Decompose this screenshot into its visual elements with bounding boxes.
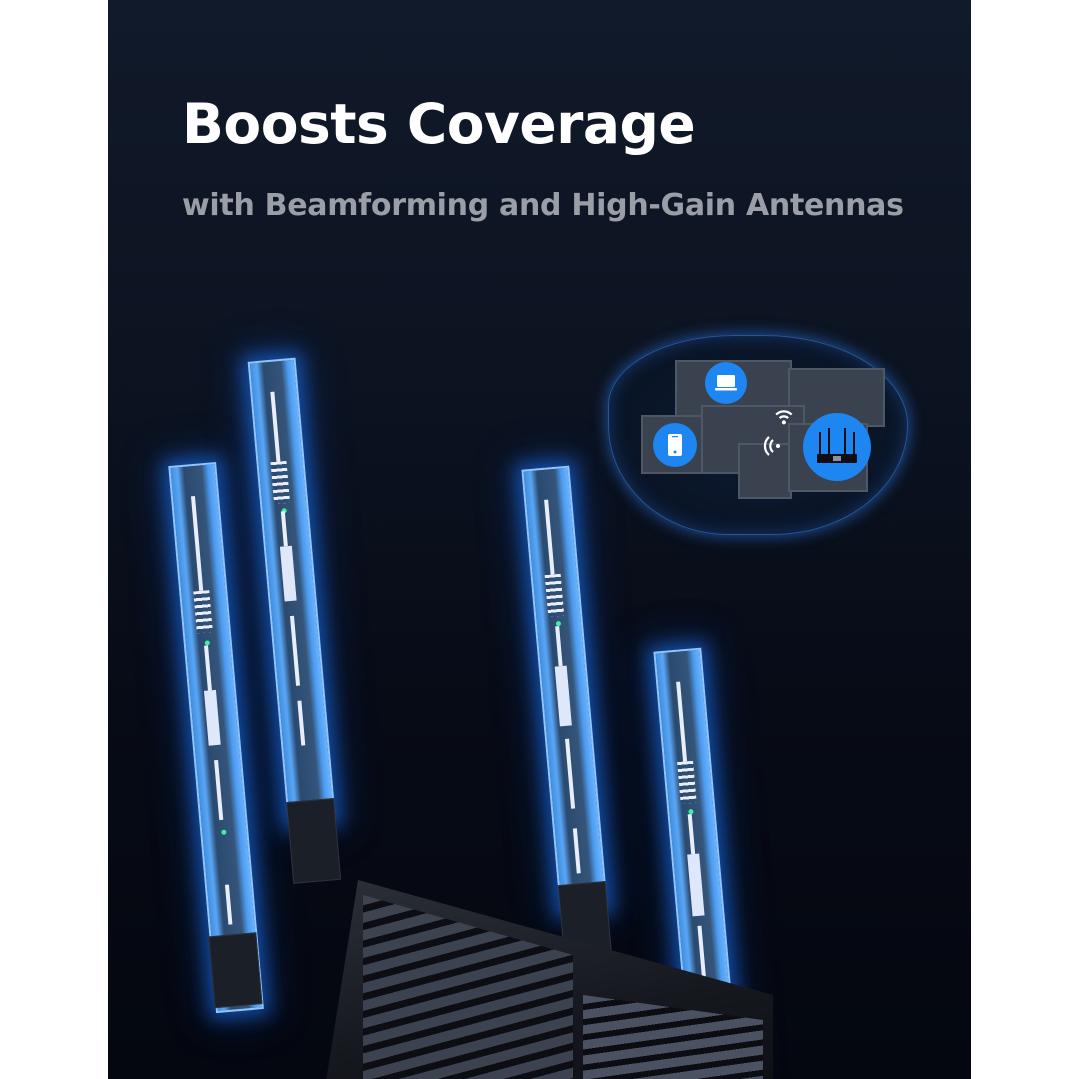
antenna-1 xyxy=(168,461,264,1014)
laptop-icon xyxy=(715,375,737,391)
product-banner: Boosts Coverage with Beamforming and Hig… xyxy=(108,0,971,1079)
antenna-hinge xyxy=(208,932,263,1009)
antenna-hinge xyxy=(286,797,342,884)
antenna-3 xyxy=(521,465,613,967)
coverage-map-illustration xyxy=(608,335,908,535)
phone-icon xyxy=(668,434,682,456)
headline: Boosts Coverage xyxy=(182,92,696,156)
router-badge xyxy=(803,413,871,481)
wifi-signal-icon xyxy=(763,435,785,463)
antenna-2 xyxy=(247,357,342,884)
wifi-signal-icon xyxy=(770,400,803,433)
phone-badge xyxy=(653,423,697,467)
subheadline: with Beamforming and High-Gain Antennas xyxy=(182,188,904,223)
laptop-badge xyxy=(705,362,747,404)
router-icon xyxy=(817,428,857,463)
